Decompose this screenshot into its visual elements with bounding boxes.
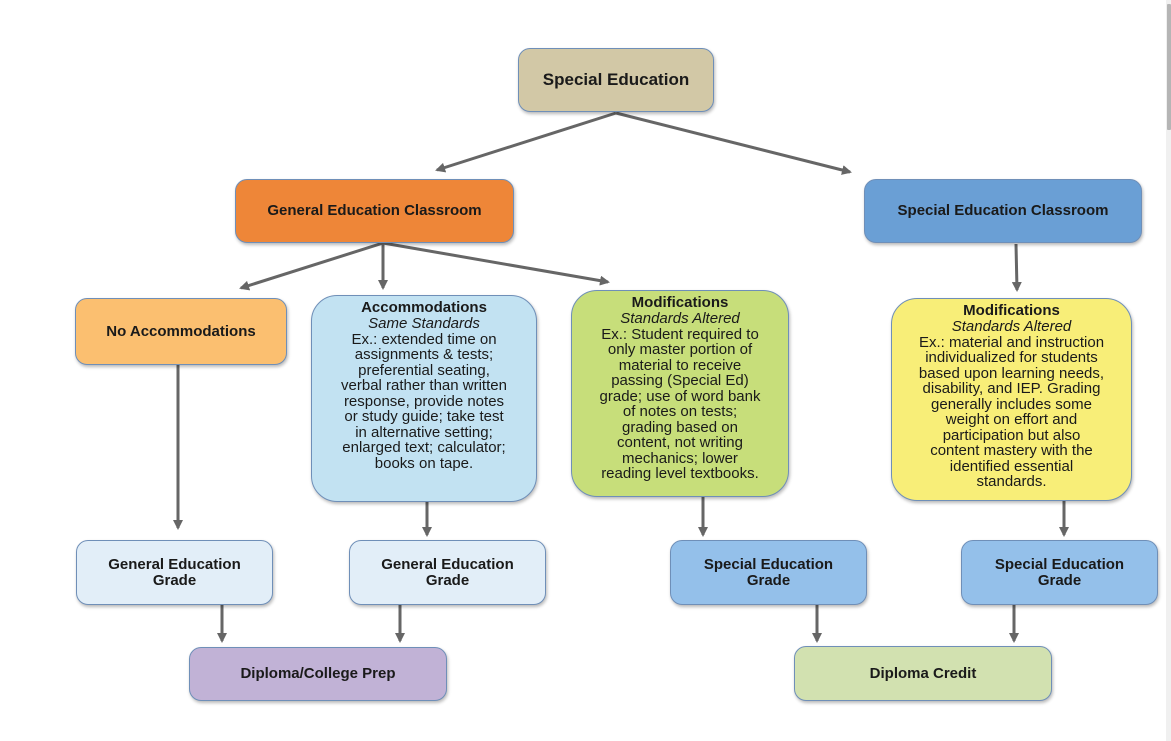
- node-general-education-classroom: General Education Classroom: [235, 179, 514, 243]
- node-line: books on tape.: [374, 454, 474, 472]
- node-general-education-grade-2: General Education Grade: [349, 540, 546, 605]
- scrollbar-thumb[interactable]: [1167, 4, 1171, 130]
- node-line: grading based on: [622, 418, 738, 436]
- node-line: Ex.: material and instruction: [918, 333, 1105, 351]
- arrow-special-classroom-to-modifications-special: [1011, 243, 1022, 292]
- node-line: verbal rather than written: [341, 377, 507, 394]
- node-title: Special Education Classroom: [897, 202, 1109, 219]
- node-diploma-credit: Diploma Credit: [794, 646, 1052, 701]
- arrow-root-to-general-classroom: [435, 111, 617, 173]
- node-title: General Education Classroom: [267, 202, 482, 219]
- node-title: Diploma Credit: [869, 664, 977, 682]
- node-special-education-grade-2: Special Education Grade: [961, 540, 1158, 605]
- node-line: enlarged text; calculator;: [342, 439, 506, 456]
- node-title: No Accommodations: [106, 322, 256, 340]
- node-line: Ex.: extended time on: [351, 330, 497, 348]
- node-line: mechanics; lower: [622, 449, 738, 467]
- node-modifications-general: Modifications Standards Altered Ex.: Stu…: [571, 290, 789, 497]
- node-line: participation but also: [942, 426, 1081, 444]
- node-subtitle: Standards Altered: [620, 310, 740, 327]
- node-title: Special Education: [994, 555, 1125, 573]
- node-line: generally includes some: [931, 395, 1092, 413]
- node-title: Diploma/College Prep: [240, 665, 396, 682]
- node-line: reading level textbooks.: [601, 465, 759, 482]
- node-line: preferential seating,: [358, 361, 490, 379]
- node-diploma-college-prep: Diploma/College Prep: [189, 647, 447, 701]
- node-line: assignments & tests;: [354, 346, 494, 363]
- node-line: weight on effort and: [945, 411, 1078, 428]
- node-line: response, provide notes: [343, 392, 505, 410]
- arrow-general-classroom-to-no-accommodations: [239, 241, 384, 291]
- node-line: material to receive: [618, 356, 742, 374]
- node-title: Modifications: [963, 302, 1060, 319]
- node-special-education: Special Education: [518, 48, 714, 112]
- node-line: Ex.: Student required to: [601, 325, 759, 343]
- node-line: standards.: [976, 473, 1047, 490]
- vertical-scrollbar[interactable]: [1166, 0, 1171, 741]
- node-modifications-special: Modifications Standards Altered Ex.: mat…: [891, 298, 1132, 501]
- node-special-education-grade-1: Special Education Grade: [670, 540, 867, 605]
- node-line: based upon learning needs,: [918, 364, 1105, 382]
- node-title: Special Education: [542, 70, 690, 89]
- node-no-accommodations: No Accommodations: [75, 298, 287, 365]
- node-special-education-classroom: Special Education Classroom: [864, 179, 1142, 243]
- node-line: content, not writing: [617, 434, 743, 451]
- node-line: or study guide; take test: [344, 408, 504, 425]
- node-subtitle: Same Standards: [368, 315, 480, 332]
- node-title: Modifications: [631, 294, 729, 311]
- node-title: Special Education: [703, 555, 834, 573]
- node-title: General Education: [108, 555, 241, 573]
- node-line: individualized for students: [925, 349, 1098, 366]
- node-title: General Education: [381, 555, 514, 573]
- node-line: content mastery with the: [930, 442, 1093, 459]
- node-general-education-grade-1: General Education Grade: [76, 540, 273, 605]
- node-line: of notes on tests;: [622, 403, 738, 420]
- node-accommodations: Accommodations Same Standards Ex.: exten…: [311, 295, 537, 502]
- node-title: Grade: [152, 571, 197, 589]
- node-line: passing (Special Ed): [611, 372, 749, 389]
- node-line: only master portion of: [607, 341, 753, 358]
- node-line: in alternative setting;: [355, 423, 493, 441]
- node-line: grade; use of word bank: [599, 387, 761, 405]
- node-title: Accommodations: [361, 299, 487, 316]
- arrow-root-to-special-classroom: [615, 111, 852, 175]
- node-line: disability, and IEP. Grading: [922, 380, 1101, 397]
- arrow-general-classroom-to-modifications-general: [382, 241, 610, 286]
- node-title: Grade: [425, 571, 470, 589]
- node-title: Grade: [1037, 571, 1082, 589]
- node-line: identified essential: [949, 457, 1074, 475]
- node-title: Grade: [746, 571, 791, 589]
- node-subtitle: Standards Altered: [951, 318, 1072, 335]
